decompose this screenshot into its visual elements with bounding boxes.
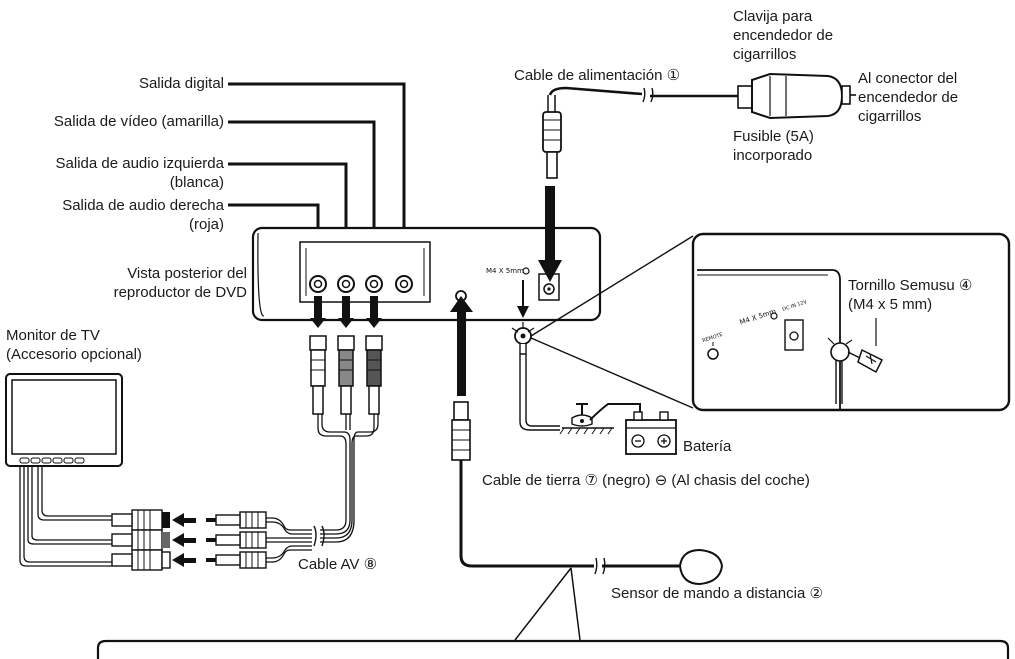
jack-audio-left — [337, 275, 355, 293]
cigarette-plug — [737, 72, 856, 120]
label-screw: Tornillo Semusu ④ (M4 x 5 mm) — [848, 277, 973, 313]
label-fuse: Fusible (5A) incorporado — [733, 128, 814, 164]
label-av-cable: Cable AV ⑧ — [298, 556, 378, 573]
jack-video — [365, 275, 383, 293]
power-insert-arrow — [538, 186, 562, 282]
tv-monitor — [5, 373, 123, 467]
jack-digital — [395, 275, 413, 293]
label-digital-out: Salida digital — [138, 75, 224, 92]
dvd-player-rear-panel — [251, 226, 602, 322]
av-cable-connectors — [19, 466, 312, 571]
label-tv-monitor: Monitor de TV (Accesorio opcional) — [6, 327, 142, 363]
label-battery: Batería — [683, 438, 732, 455]
label-rear-view: Vista posterior del reproductor de DVD — [113, 265, 247, 301]
av-cable — [313, 414, 379, 547]
bottom-callout-box — [96, 639, 1010, 659]
power-cable — [542, 86, 738, 179]
rca-plugs — [309, 296, 383, 415]
label-cigarette-plug: Clavija para encendedor de cigarrillos — [733, 8, 834, 63]
ground-cable — [511, 280, 641, 435]
battery — [625, 411, 677, 455]
jack-audio-right — [309, 275, 327, 293]
label-audio-left: Salida de audio izquierda (blanca) — [55, 155, 224, 191]
rca-jacks — [309, 275, 413, 293]
screw-hole — [522, 267, 530, 275]
label-power-cable: Cable de alimentación ① — [514, 67, 681, 84]
label-ground-cable: Cable de tierra ⑦ (negro) ⊖ (Al chasis d… — [482, 472, 810, 489]
label-remote-sensor: Sensor de mando a distancia ② — [611, 585, 823, 602]
label-m4-mark: M4 X 5mm — [486, 267, 524, 275]
label-to-lighter: Al conector del encendedor de cigarrillo… — [858, 70, 959, 125]
label-audio-right: Salida de audio derecha (roja) — [62, 197, 224, 233]
remote-sensor-cable — [450, 296, 724, 641]
label-video-out: Salida de vídeo (amarilla) — [53, 113, 224, 130]
mounting-inset — [530, 232, 1011, 412]
